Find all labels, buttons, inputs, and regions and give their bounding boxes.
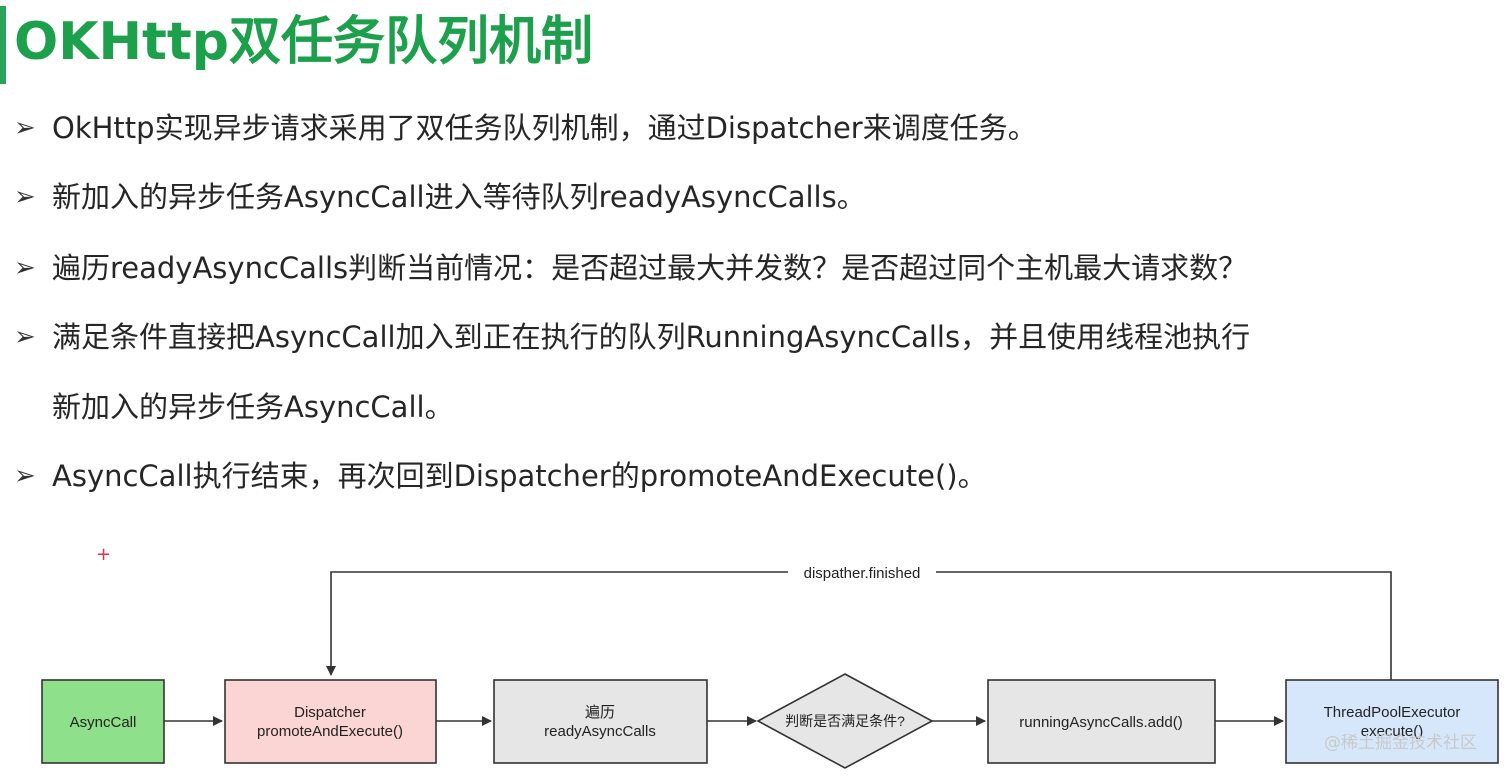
node-running-label: runningAsyncCalls.add()	[1019, 714, 1182, 731]
bullet-arrow-icon: ➢	[14, 113, 36, 143]
node-asynccall-box	[41, 679, 165, 764]
node-dispatcher-label-1: Dispatcher	[294, 704, 366, 721]
bullet-arrow-icon: ➢	[14, 461, 36, 491]
title-accent-bar	[0, 6, 6, 84]
node-executor-box	[1285, 679, 1499, 764]
node-decision-label: 判断是否满足条件?	[785, 713, 905, 729]
bullet-text: AsyncCall执行结束，再次回到Dispatcher的promoteAndE…	[52, 459, 987, 493]
watermark-text: @稀土掘金技术社区	[1324, 733, 1477, 753]
feedback-label-bg	[788, 562, 936, 582]
node-dispatcher-label-2: promoteAndExecute()	[257, 723, 403, 740]
node-dispatcher: Dispatcher promoteAndExecute()	[224, 679, 437, 764]
bullet-continuation: 新加入的异步任务AsyncCall。	[52, 390, 454, 424]
node-asynccall: AsyncCall	[41, 679, 165, 764]
node-running-box	[987, 679, 1216, 764]
node-executor-label-2: execute()	[1361, 723, 1424, 740]
feedback-edge	[326, 571, 1392, 680]
node-dispatcher-box	[224, 679, 437, 764]
node-asynccall-label: AsyncCall	[70, 714, 137, 731]
cursor-plus-mark: +	[96, 544, 112, 565]
node-ready-label-2: readyAsyncCalls	[544, 723, 656, 740]
node-decision-diamond	[756, 673, 934, 769]
bullet-arrow-icon: ➢	[14, 253, 36, 283]
bullet-arrow-icon: ➢	[14, 322, 36, 352]
bullet-arrow-icon: ➢	[14, 182, 36, 212]
node-running: runningAsyncCalls.add()	[987, 679, 1216, 764]
bullet-text: OkHttp实现异步请求采用了双任务队列机制，通过Dispatcher来调度任务…	[52, 111, 1037, 145]
bullet-text: 新加入的异步任务AsyncCall进入等待队列readyAsyncCalls。	[52, 180, 866, 214]
feedback-label: dispather.finished	[804, 565, 921, 582]
node-decision: 判断是否满足条件?	[756, 673, 934, 769]
node-executor-label-1: ThreadPoolExecutor	[1324, 704, 1461, 721]
node-executor: ThreadPoolExecutor execute()	[1285, 679, 1499, 764]
node-ready-box	[493, 679, 708, 764]
node-ready: 遍历 readyAsyncCalls	[493, 679, 708, 764]
bullet-text: 满足条件直接把AsyncCall加入到正在执行的队列RunningAsyncCa…	[52, 320, 1251, 354]
slide-title: OKHttp双任务队列机制	[14, 12, 593, 72]
bullet-text: 遍历readyAsyncCalls判断当前情况：是否超过最大并发数？是否超过同个…	[52, 251, 1248, 285]
node-ready-label-1: 遍历	[585, 704, 615, 721]
